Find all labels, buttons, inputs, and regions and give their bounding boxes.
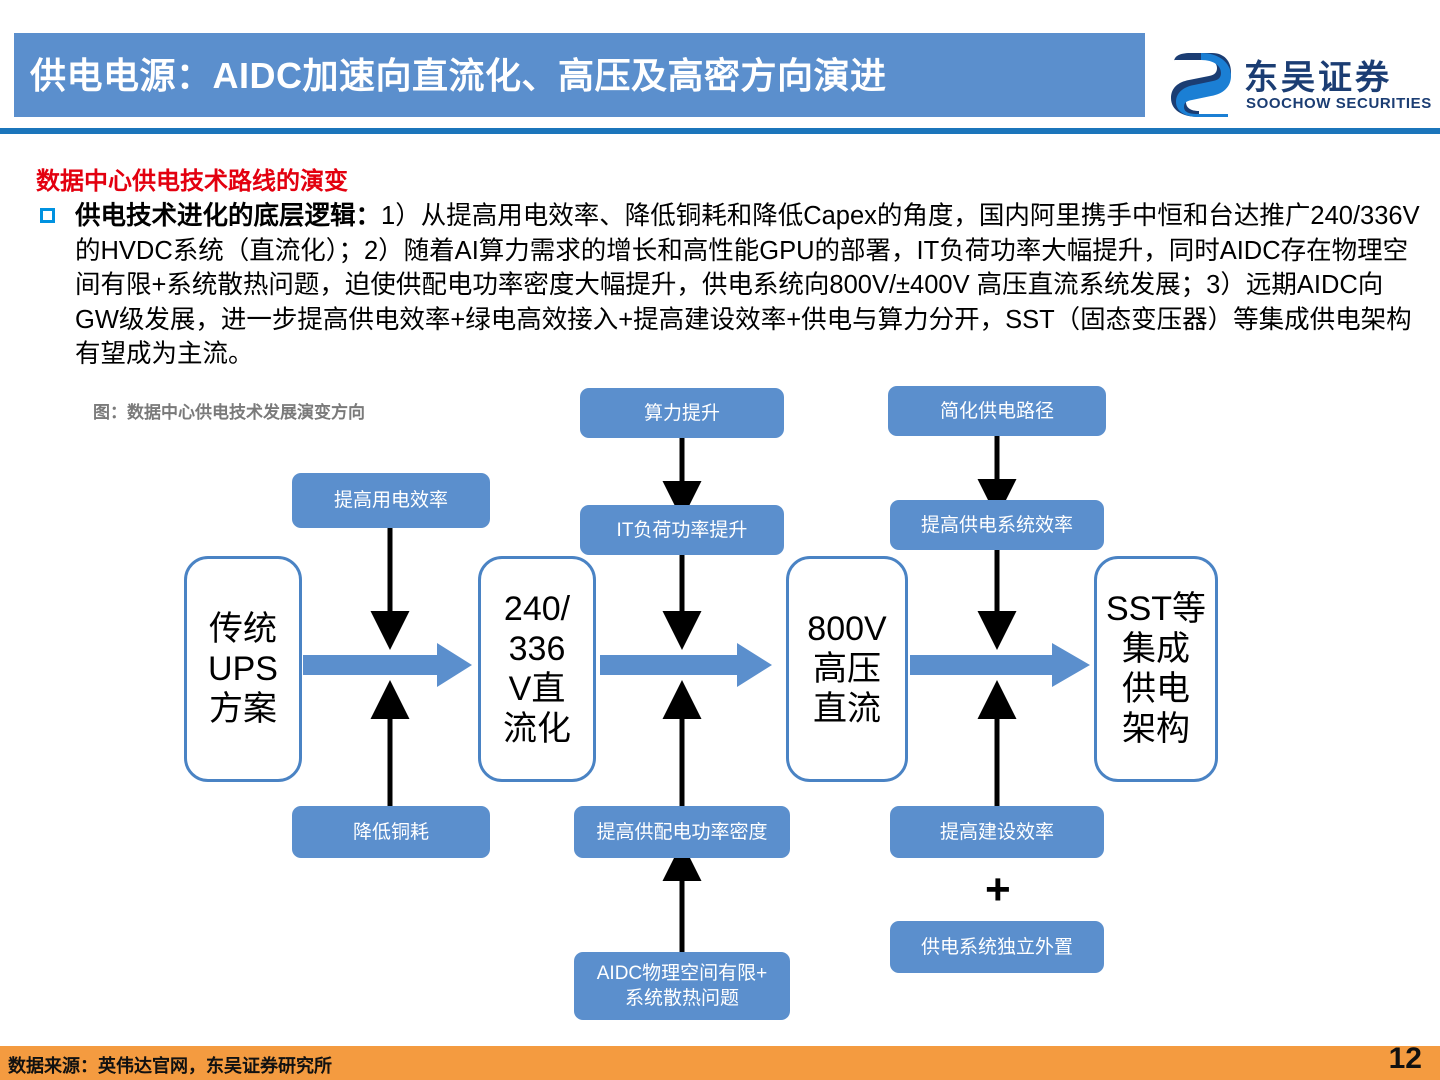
driver-box-simplify-path: 简化供电路径 <box>888 386 1106 436</box>
body-paragraph: 供电技术进化的底层逻辑：1）从提高用电效率、降低铜耗和降低Capex的角度，国内… <box>75 199 1425 372</box>
driver-box-aidc-space: AIDC物理空间有限+ 系统散热问题 <box>574 952 790 1020</box>
driver-box-system-efficiency: 提高供电系统效率 <box>890 500 1104 550</box>
driver-box-it-load: IT负荷功率提升 <box>580 505 784 555</box>
driver-box-efficiency: 提高用电效率 <box>292 473 490 528</box>
footer-bar <box>0 1046 1440 1080</box>
paragraph-lead-label: 供电技术进化的底层逻辑： <box>75 202 382 230</box>
header-divider <box>0 128 1440 134</box>
stage-box-traditional-ups: 传统 UPS 方案 <box>184 556 302 782</box>
page-number: 12 <box>1388 1042 1422 1075</box>
driver-box-copper: 降低铜耗 <box>292 806 490 858</box>
bullet-square-icon <box>40 208 55 223</box>
stage-arrow-3-to-4 <box>910 643 1090 687</box>
soochow-s-mark-icon <box>1171 53 1231 117</box>
driver-box-construction: 提高建设效率 <box>890 806 1104 858</box>
section-heading: 数据中心供电技术路线的演变 <box>36 168 348 195</box>
page-title: 供电电源：AIDC加速向直流化、高压及高密方向演进 <box>30 55 887 96</box>
footer-source: 数据来源：英伟达官网，东吴证券研究所 <box>8 1056 332 1076</box>
stage-arrow-1-to-2 <box>303 643 472 687</box>
stage-box-800v-hvdc: 800V 高压 直流 <box>786 556 908 782</box>
plus-sign: + <box>985 865 1011 914</box>
header-banner <box>14 33 1145 117</box>
stage-box-240-336v: 240/ 336 V直 流化 <box>478 556 596 782</box>
driver-box-external: 供电系统独立外置 <box>890 921 1104 973</box>
driver-box-power-density: 提高供配电功率密度 <box>574 806 790 858</box>
figure-caption: 图：数据中心供电技术发展演变方向 <box>93 403 365 422</box>
logo-chinese-name: 东吴证券 <box>1244 59 1392 97</box>
stage-arrow-2-to-3 <box>600 643 772 687</box>
stage-box-sst: SST等 集成 供电 架构 <box>1094 556 1218 782</box>
company-logo: 东吴证券 SOOCHOW SECURITIES <box>1168 48 1431 128</box>
driver-box-compute: 算力提升 <box>580 388 784 438</box>
logo-english-name: SOOCHOW SECURITIES <box>1246 95 1432 112</box>
paragraph-text: 1）从提高用电效率、降低铜耗和降低Capex的角度，国内阿里携手中恒和台达推广2… <box>75 202 1420 368</box>
